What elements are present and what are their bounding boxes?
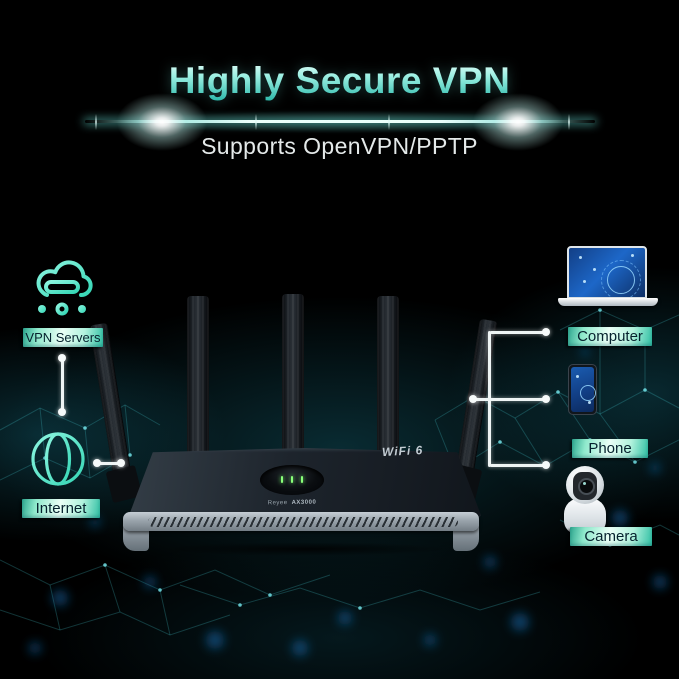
security-camera-icon [566,466,604,504]
router-status-leds [260,476,324,483]
connector-internet-router [97,462,122,465]
connector-dot [93,459,101,467]
connector-to-camera [490,464,545,467]
router-model: AX3000 [291,499,317,507]
light-flare-star-left [112,90,212,154]
laptop-base [558,298,658,306]
router-brand: Reyee [267,500,288,507]
router-antenna-1 [187,296,209,470]
internet-globe-icon [29,430,87,488]
connector-router-to-bracket [473,398,545,401]
status-led [301,476,303,483]
laptop-icon [567,246,647,299]
computer-label: Computer [568,327,652,346]
connector-vpn-internet [61,358,64,412]
flare-streak [388,114,390,130]
connector-dot [542,328,550,336]
vpn-servers-label: VPN Servers [23,328,103,347]
light-flare-line [85,120,595,123]
light-flare-star-right [468,90,568,154]
wifi6-badge: WiFi 6 [381,442,424,460]
flare-streak [568,114,570,130]
router-antenna-3 [377,296,399,470]
connector-to-computer [490,331,545,334]
internet-label: Internet [22,499,100,518]
page-subtitle: Supports OpenVPN/PPTP [201,133,478,159]
flare-streak [255,114,257,130]
connector-dot [469,395,477,403]
router-shadow [160,542,450,556]
connector-dot [58,408,66,416]
smartphone-icon [568,364,597,415]
connector-dot [58,354,66,362]
page-title: Highly Secure VPN [0,60,679,102]
status-led [281,476,283,483]
vpn-servers-icon [26,252,98,322]
router-led-panel [260,465,324,495]
status-led [291,476,293,483]
connector-dot [542,461,550,469]
phone-label: Phone [572,439,648,458]
flare-streak [95,114,97,130]
router-vent-grille [148,517,458,527]
router-antenna-2 [282,294,304,470]
connector-dot [542,395,550,403]
connector-dot [117,459,125,467]
camera-label: Camera [570,527,652,546]
